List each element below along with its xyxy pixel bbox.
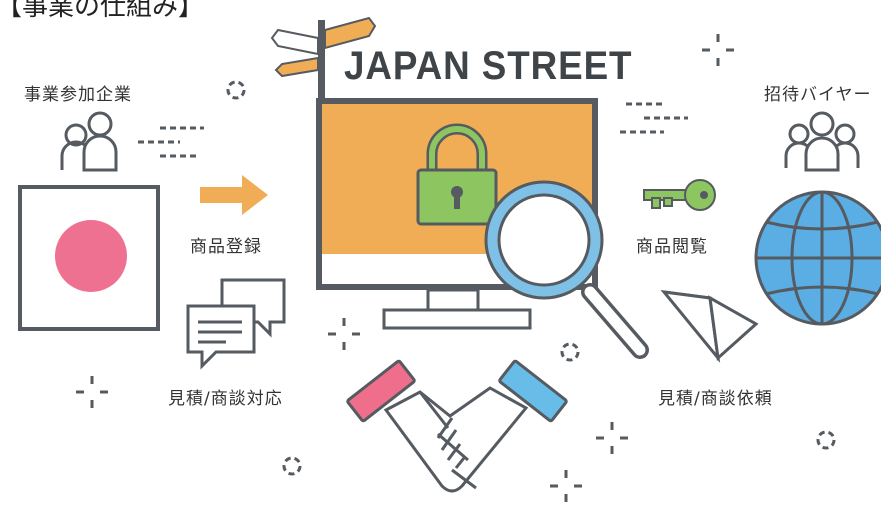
label-product-registration: 商品登録	[190, 237, 262, 257]
paper-plane-icon	[660, 290, 759, 364]
label-product-browsing: 商品閲覧	[636, 237, 708, 257]
flag-icon	[18, 185, 160, 331]
people-icon	[60, 111, 118, 172]
label-participants: 事業参加企業	[24, 85, 132, 105]
decorative-lines	[138, 102, 688, 158]
label-buyers: 招待バイヤー	[764, 85, 872, 105]
magnifier-icon	[484, 180, 649, 359]
globe-icon	[754, 190, 881, 326]
key-icon	[643, 179, 716, 211]
decorative-sparkles	[76, 34, 836, 502]
chat-bubbles-icon	[186, 278, 286, 370]
label-quote-negotiation-response: 見積/商談対応	[168, 389, 283, 409]
brand-logo-text: JAPAN STREET	[344, 44, 633, 88]
arrow-right-icon	[200, 175, 268, 215]
handshake-icon	[346, 359, 568, 493]
label-quote-negotiation-request: 見積/商談依頼	[658, 389, 773, 409]
signpost-icon	[270, 16, 377, 102]
people-icon	[784, 111, 860, 172]
lock-icon	[416, 123, 498, 226]
page-title: 【事業の仕組み】	[0, 0, 205, 22]
